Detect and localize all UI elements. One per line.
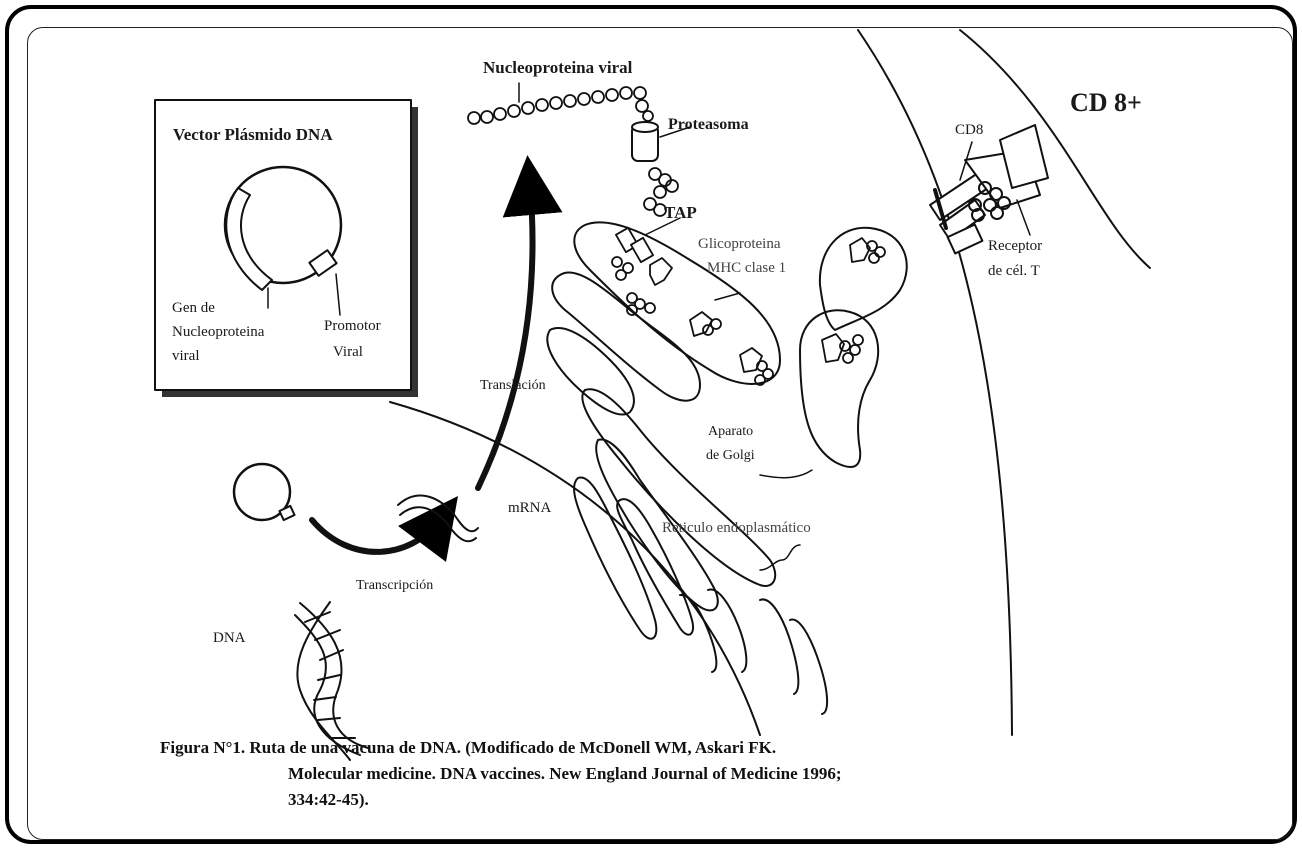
caption-line3: 334:42-45).: [288, 790, 369, 810]
cell-membrane-outer: [858, 30, 1012, 735]
cell-membrane-inner: [390, 402, 760, 735]
label-gen-line1: Gen de: [172, 300, 215, 317]
label-aparato-line2: de Golgi: [706, 448, 755, 464]
label-mrna: mRNA: [508, 500, 551, 517]
label-receptor-line2: de cél. T: [988, 263, 1040, 280]
endoplasmic-reticulum: [547, 222, 827, 714]
label-gen-line3: viral: [172, 348, 200, 365]
label-receptor-line1: Receptor: [988, 238, 1042, 255]
label-gen-line2: Nucleoproteina: [172, 324, 264, 341]
label-translacion: Translación: [480, 378, 546, 394]
label-transcripcion: Transcripción: [356, 578, 433, 594]
label-tap: TAP: [664, 203, 697, 223]
label-aparato-line1: Aparato: [708, 424, 753, 440]
label-cd8: CD8: [955, 122, 983, 139]
nucleoprotein-chain: [468, 87, 653, 124]
label-nucleoproteina-viral: Nucleoproteina viral: [483, 58, 632, 78]
translation-arrow: [478, 185, 533, 488]
small-plasmid-segment: [279, 506, 294, 520]
label-promotor-line2: Viral: [333, 344, 363, 361]
label-glicoproteina-line1: Glicoproteina: [698, 236, 780, 253]
er-bracket: [760, 545, 800, 570]
cd8-tcr-complex: [930, 125, 1048, 253]
dna-helix-icon: [295, 602, 368, 760]
caption-line1: Figura N°1. Ruta de una vacuna de DNA. (…: [160, 738, 776, 758]
label-dna: DNA: [213, 630, 246, 647]
transcription-arrow: [312, 520, 440, 552]
tcell-membrane: [960, 30, 1150, 268]
label-glicoproteina-line2: MHC clase 1: [707, 260, 786, 277]
label-proteasoma: Proteasoma: [668, 116, 749, 134]
label-cd8-plus: CD 8+: [1070, 88, 1142, 118]
label-reticulo: Reticulo endoplasmático: [662, 520, 811, 537]
label-vector-plasmido: Vector Plásmido DNA: [173, 125, 333, 145]
caption-line2: Molecular medicine. DNA vaccines. New En…: [288, 764, 842, 784]
label-promotor-line1: Promotor: [324, 318, 381, 335]
